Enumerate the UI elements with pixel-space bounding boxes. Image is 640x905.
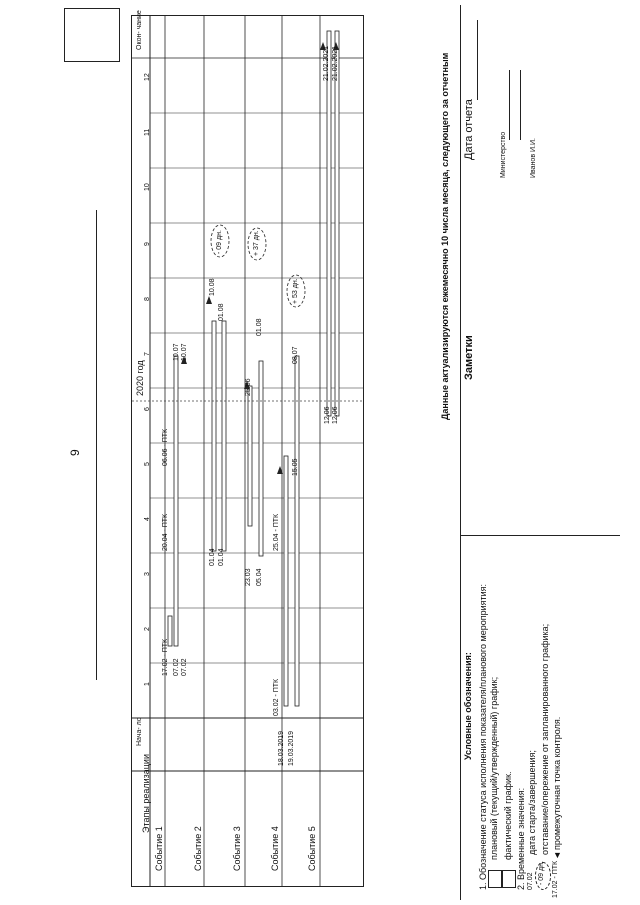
row-label-5: Событие 5	[307, 826, 317, 871]
arrow-down-icon: ▼	[553, 850, 562, 860]
annot: 20.04 - ПТК	[162, 513, 169, 551]
legend-item2: 2. Временные значения:	[516, 787, 526, 890]
month-9: 9	[144, 242, 151, 246]
annot: 12.06	[324, 406, 331, 424]
fact-swatch	[502, 870, 516, 888]
annot: 01.04	[218, 548, 225, 566]
month-1: 1	[144, 682, 151, 686]
annot: 10.07	[173, 343, 180, 361]
row5-end: 21.02.2021	[332, 45, 339, 81]
report-date: Дата отчета	[463, 99, 475, 160]
header-year: 2020 год	[135, 360, 145, 396]
month-3: 3	[144, 572, 151, 576]
month-10: 10	[144, 183, 151, 191]
header-start: Нача- ло	[136, 717, 143, 746]
gantt-grid	[132, 16, 363, 886]
report-date-line	[477, 20, 478, 100]
row-label-2: Событие 2	[193, 826, 203, 871]
left-margin-rule	[96, 210, 97, 680]
gantt-table: Этапы реализации 2020 год Нача- ло Окон-…	[131, 10, 364, 887]
legend-divider	[460, 5, 461, 900]
row4-start: 18.03.2019	[278, 730, 285, 766]
annot: 21.02.2021	[323, 45, 330, 81]
row-label-4: Событие 4	[270, 826, 280, 871]
annot: 08.07	[292, 346, 299, 364]
plan-swatch	[488, 870, 502, 888]
annot: 01.04	[209, 548, 216, 566]
row-label-1: Событие 1	[154, 826, 164, 871]
annot: 25.06	[245, 378, 252, 396]
annot: 10.07	[181, 343, 188, 361]
annot: 05.04	[256, 568, 263, 586]
legend-plan: плановый (текущий/утвержденный) график;	[489, 676, 499, 860]
legend-dates: дата старта/завершения;	[527, 750, 537, 855]
annot: 15.05	[292, 458, 299, 476]
annot: 23.03	[245, 568, 252, 586]
legend-title: Условные обозначения:	[463, 652, 473, 760]
deviation-label: + 37 дн.	[253, 230, 260, 256]
row5-start: 19.03.2019	[288, 730, 295, 766]
notes-title: Заметки	[463, 335, 475, 380]
legend-fact: фактический график.	[503, 771, 513, 860]
legend-date-mark: 07.02	[527, 872, 534, 890]
month-2: 2	[144, 627, 151, 631]
deviation-label: + 53 дн.	[292, 278, 299, 304]
row-label-3: Событие 3	[232, 826, 242, 871]
month-4: 4	[144, 517, 151, 521]
annot: 25.04 - ПТК	[273, 513, 280, 551]
legend-ptk-mark: 17.02 - ПТК	[552, 860, 559, 898]
annot: 03.02 - ПТК	[273, 678, 280, 716]
month-6: 6	[144, 407, 151, 411]
annot: 06.06 - ПТК	[162, 428, 169, 466]
month-7: 7	[144, 352, 151, 356]
annot: 12.06	[332, 406, 339, 424]
person-line	[520, 70, 521, 140]
header-end: Окон- чание	[136, 10, 143, 50]
legend-divider-2	[460, 535, 620, 536]
month-8: 8	[144, 297, 151, 301]
annot: 10.08	[209, 278, 216, 296]
month-5: 5	[144, 462, 151, 466]
header-stages: Этапы реализации	[141, 754, 151, 833]
footer-text: Данные актуализируются ежемесячно 10 чис…	[440, 52, 450, 420]
ministry-line	[509, 70, 510, 140]
legend-deviation-mark: - 09 дн.	[538, 861, 545, 885]
blank-box	[64, 8, 120, 62]
legend-deviation: отставание/опережение от запланированног…	[540, 623, 550, 855]
annot: 07.02	[173, 658, 180, 676]
deviation-label: - 09 дн.	[216, 230, 223, 254]
legend-item1: 1. Обозначение статуса исполнения показа…	[478, 583, 488, 890]
annot: 01.08	[218, 303, 225, 321]
month-12: 12	[144, 73, 151, 81]
deviation-ellipse-icon	[535, 862, 551, 890]
person: Иванов И.И.	[530, 138, 537, 178]
annot: 17.02 - ПТК	[162, 638, 169, 676]
legend-ptk: промежуточная точка контроля.	[552, 716, 562, 850]
month-11: 11	[144, 128, 151, 136]
page-number: 9	[68, 449, 82, 456]
ministry: Министерство	[500, 131, 507, 178]
annot: 07.02	[181, 658, 188, 676]
annot: 01.08	[256, 318, 263, 336]
